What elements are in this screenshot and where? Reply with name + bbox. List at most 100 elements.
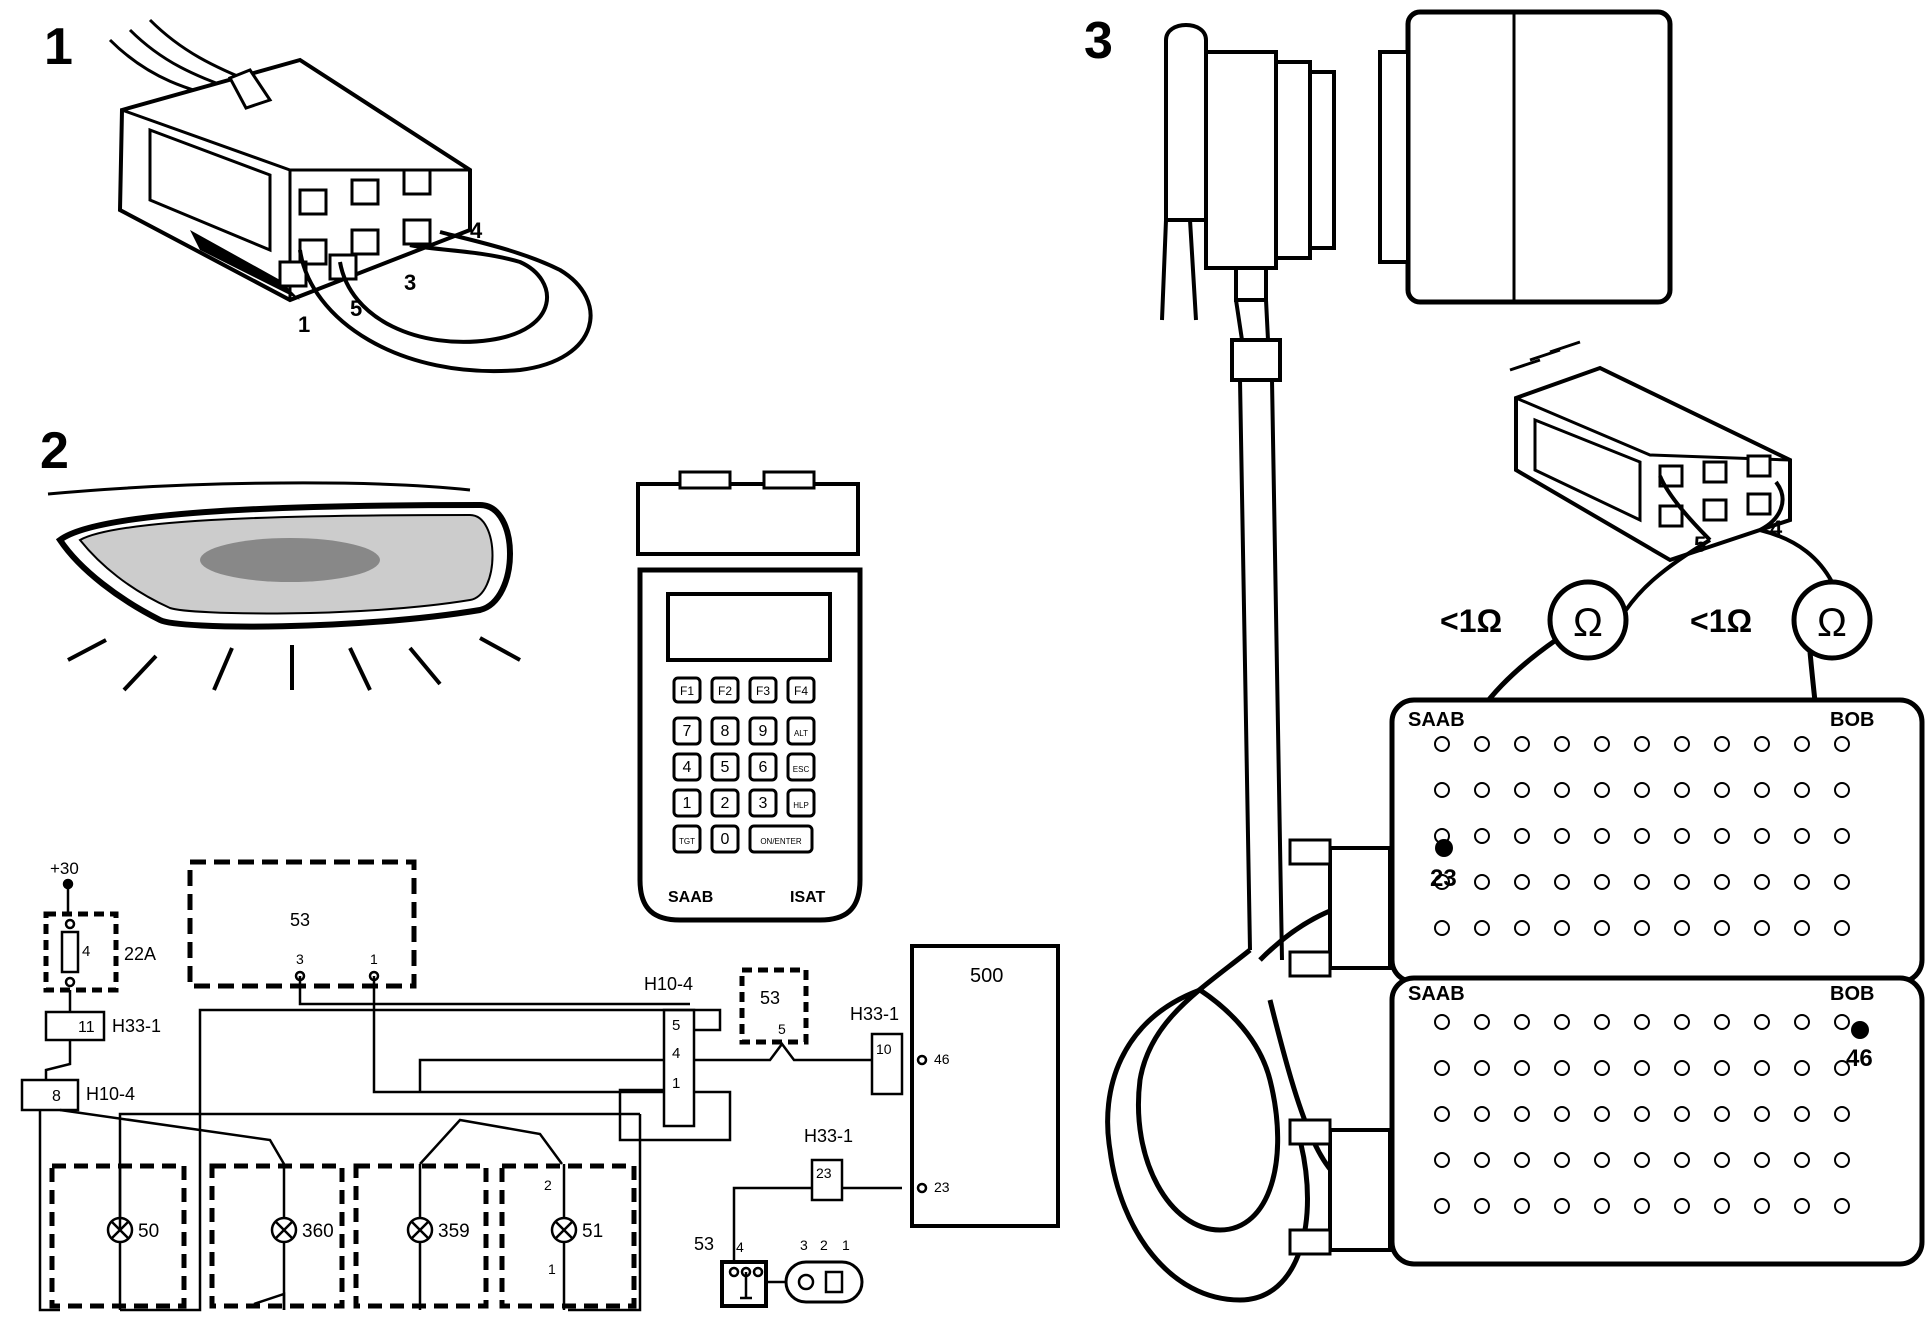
isat-key-9[interactable]	[748, 716, 778, 746]
bob-hole	[1834, 1106, 1850, 1122]
bob-hole	[1474, 736, 1490, 752]
bob-hole	[1554, 1014, 1570, 1030]
isat-key-5[interactable]	[710, 752, 740, 782]
bob-hole	[1554, 782, 1570, 798]
isat-display	[666, 592, 832, 662]
switch-53-box	[720, 1260, 768, 1308]
isat-key-label: HLP	[793, 801, 809, 810]
bob-hole	[1634, 828, 1650, 844]
lamp-label-359: 359	[438, 1221, 470, 1242]
bob-hole	[1474, 828, 1490, 844]
unit-53b-label: 53	[760, 988, 780, 1008]
bob-hole	[1794, 1014, 1810, 1030]
bob-hole	[1754, 1014, 1770, 1030]
reading-right: <1Ω	[1690, 603, 1752, 639]
bob-hole	[1674, 828, 1690, 844]
bob-hole	[1674, 782, 1690, 798]
bob-holes	[1434, 736, 1850, 1214]
lamp-51-pin2: 2	[544, 1177, 552, 1193]
bob-hole	[1834, 1152, 1850, 1168]
panel-number-2: 2	[40, 422, 69, 480]
bob-hole	[1634, 1014, 1650, 1030]
bob-hole	[1554, 828, 1570, 844]
ecu-module	[1378, 9, 1673, 305]
h33-mid-label: H33-1	[850, 1004, 899, 1024]
panel-3: 3	[1084, 9, 1925, 1303]
isat-key-3[interactable]	[748, 788, 778, 818]
bob-hole	[1794, 1106, 1810, 1122]
bob-hole	[1794, 1152, 1810, 1168]
ohmmeter-left: Ω <1Ω	[1440, 579, 1629, 661]
isat-key-onenter[interactable]	[748, 824, 814, 854]
bob-hole	[1594, 920, 1610, 936]
pin-label-1: 1	[298, 312, 310, 337]
bob-hole	[1754, 1106, 1770, 1122]
isat-key-f2[interactable]	[710, 676, 740, 704]
bob-hole	[1554, 736, 1570, 752]
supply-label: +30	[50, 859, 79, 878]
isat-key-label: 8	[721, 723, 730, 740]
bob-hole	[1434, 1060, 1450, 1076]
bob-hole	[1794, 874, 1810, 890]
isat-key-label: 1	[683, 795, 692, 812]
unit-53b-box	[739, 967, 809, 1045]
bob-hole	[1754, 874, 1770, 890]
isat-key-esc[interactable]	[786, 752, 816, 782]
isat-key-8[interactable]	[710, 716, 740, 746]
isat-key-f3[interactable]	[748, 676, 778, 704]
bob-hole	[1594, 1152, 1610, 1168]
breakout-cable	[1105, 299, 1392, 1303]
lamp-51-pin1: 1	[548, 1261, 556, 1277]
isat-key-f1[interactable]	[672, 676, 702, 704]
bob-hole	[1634, 1152, 1650, 1168]
isat-key-label: TGT	[679, 837, 695, 846]
breakout-box: SAAB BOB SAAB BOB 23 46	[1389, 697, 1925, 1267]
isat-key-2[interactable]	[710, 788, 740, 818]
bob-hole	[1594, 782, 1610, 798]
bob-hole	[1714, 828, 1730, 844]
panel-number-3: 3	[1084, 12, 1113, 70]
bob-hole	[1794, 736, 1810, 752]
bob-hole	[1714, 1152, 1730, 1168]
bob-hole	[1554, 1198, 1570, 1214]
isat-key-label: F4	[794, 684, 808, 698]
isat-key-6[interactable]	[748, 752, 778, 782]
isat-key-label: F3	[756, 684, 770, 698]
bob-hole	[1794, 782, 1810, 798]
isat-key-hlp[interactable]	[786, 788, 816, 818]
bob-hole	[1554, 1060, 1570, 1076]
panel-1: 1 1 5 3 4	[44, 18, 593, 374]
ecu-pin-46: 46	[934, 1051, 950, 1067]
ohm-symbol-left: Ω	[1573, 601, 1603, 645]
isat-key-label: F2	[718, 684, 732, 698]
bob-hole	[1754, 1060, 1770, 1076]
ohm-symbol-right: Ω	[1817, 601, 1847, 645]
bob-hole	[1754, 1198, 1770, 1214]
isat-key-1[interactable]	[672, 788, 702, 818]
lamp-label-360: 360	[302, 1221, 334, 1242]
isat-key-alt[interactable]	[786, 716, 816, 746]
isat-key-f4[interactable]	[786, 676, 816, 704]
bob-hole	[1474, 1060, 1490, 1076]
ecu-500-label: 500	[970, 965, 1003, 987]
isat-key-label: ALT	[794, 729, 808, 738]
h10-mid-label: H10-4	[644, 974, 693, 994]
isat-key-4[interactable]	[672, 752, 702, 782]
isat-key-0[interactable]	[710, 824, 740, 854]
bob-hole	[1634, 1060, 1650, 1076]
isat-key-7[interactable]	[672, 716, 702, 746]
side-marker-lamp	[55, 501, 513, 630]
bob-hole	[1434, 1152, 1450, 1168]
bob-hole	[1594, 828, 1610, 844]
isat-key-tgt[interactable]	[672, 824, 702, 854]
bob-hole	[1514, 874, 1530, 890]
bob-hole	[1674, 874, 1690, 890]
reading-left: <1Ω	[1440, 603, 1502, 639]
bob-hole	[1714, 1106, 1730, 1122]
ecu-500-box	[910, 944, 1060, 1228]
bob-hole	[1594, 1106, 1610, 1122]
bob-hole	[1514, 736, 1530, 752]
bob-hole	[1674, 1198, 1690, 1214]
